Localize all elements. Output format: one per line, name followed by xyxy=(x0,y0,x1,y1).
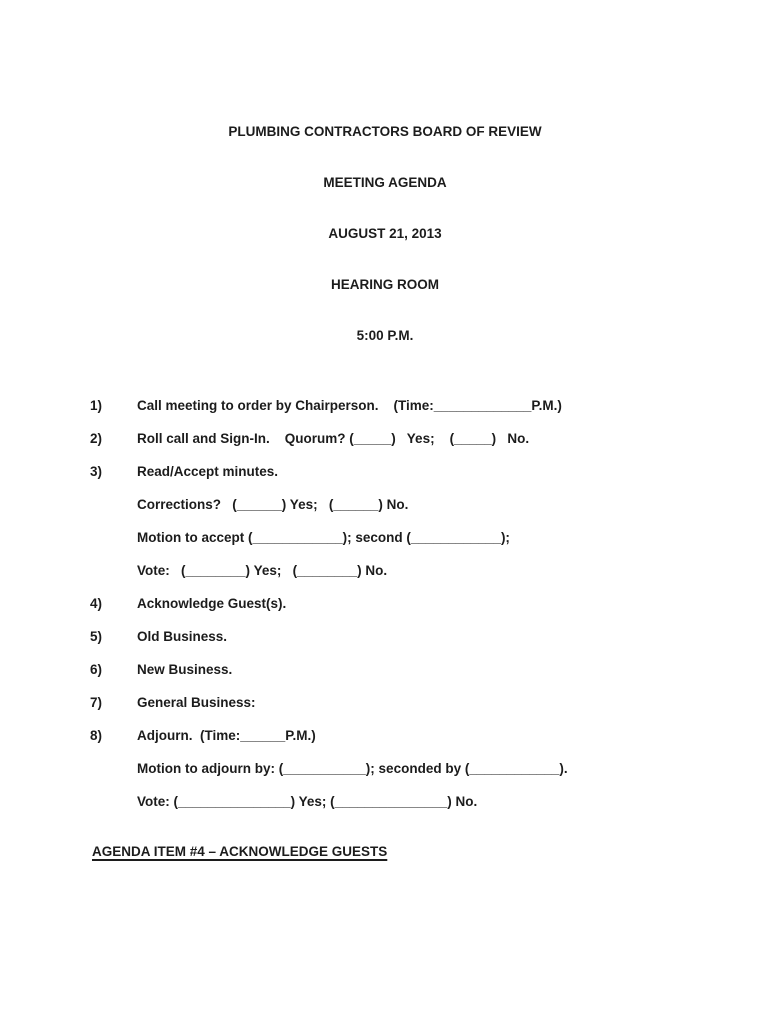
agenda-item-text: New Business. xyxy=(137,662,233,677)
header-time: 5:00 P.M. xyxy=(356,328,414,343)
agenda-item-number: 1) xyxy=(90,398,103,413)
agenda-item-1: 1) Call meeting to order by Chairperson.… xyxy=(90,397,730,414)
agenda-item-8: 8) Adjourn. (Time:______P.M.) xyxy=(90,727,730,744)
agenda-subline-motion-accept: Motion to accept (____________); second … xyxy=(137,530,510,545)
document-header: PLUMBING CONTRACTORS BOARD OF REVIEW MEE… xyxy=(0,89,770,378)
section-heading-agenda-item-4: AGENDA ITEM #4 – ACKNOWLEDGE GUESTS xyxy=(92,844,388,859)
agenda-item-text: Read/Accept minutes. xyxy=(137,464,279,479)
header-subtitle: MEETING AGENDA xyxy=(323,175,447,190)
agenda-subline-motion-adjourn: Motion to adjourn by: (___________); sec… xyxy=(137,761,568,776)
agenda-item-number: 3) xyxy=(90,464,103,479)
agenda-item-text: Acknowledge Guest(s). xyxy=(137,596,287,611)
agenda-item-number: 8) xyxy=(90,728,103,743)
agenda-subline-vote-adjourn: Vote: (_______________) Yes; (__________… xyxy=(137,794,478,809)
agenda-item-number: 7) xyxy=(90,695,103,710)
agenda-item-text: Roll call and Sign-In. Quorum? (_____) Y… xyxy=(137,431,530,446)
agenda-item-text: Adjourn. (Time:______P.M.) xyxy=(137,728,316,743)
agenda-item-number: 6) xyxy=(90,662,103,677)
agenda-item-number: 2) xyxy=(90,431,103,446)
agenda-list: 1) Call meeting to order by Chairperson.… xyxy=(0,397,770,810)
agenda-item-number: 4) xyxy=(90,596,103,611)
document-body: PLUMBING CONTRACTORS BOARD OF REVIEW MEE… xyxy=(0,89,770,859)
agenda-item-5: 5) Old Business. xyxy=(90,628,730,645)
agenda-item-6: 6) New Business. xyxy=(90,661,730,678)
agenda-item-text: Call meeting to order by Chairperson. (T… xyxy=(137,398,562,413)
agenda-subline-vote-minutes: Vote: (________) Yes; (________) No. xyxy=(137,563,388,578)
header-location: HEARING ROOM xyxy=(331,277,439,292)
agenda-item-number: 5) xyxy=(90,629,103,644)
agenda-item-3: 3) Read/Accept minutes. xyxy=(90,463,730,480)
header-title: PLUMBING CONTRACTORS BOARD OF REVIEW xyxy=(228,124,542,139)
agenda-subline-corrections: Corrections? (______) Yes; (______) No. xyxy=(137,497,409,512)
agenda-item-7: 7) General Business: xyxy=(90,694,730,711)
agenda-item-text: Old Business. xyxy=(137,629,228,644)
agenda-item-text: General Business: xyxy=(137,695,256,710)
agenda-item-2: 2) Roll call and Sign-In. Quorum? (_____… xyxy=(90,430,730,447)
agenda-item-4: 4) Acknowledge Guest(s). xyxy=(90,595,730,612)
header-date: AUGUST 21, 2013 xyxy=(328,226,442,241)
